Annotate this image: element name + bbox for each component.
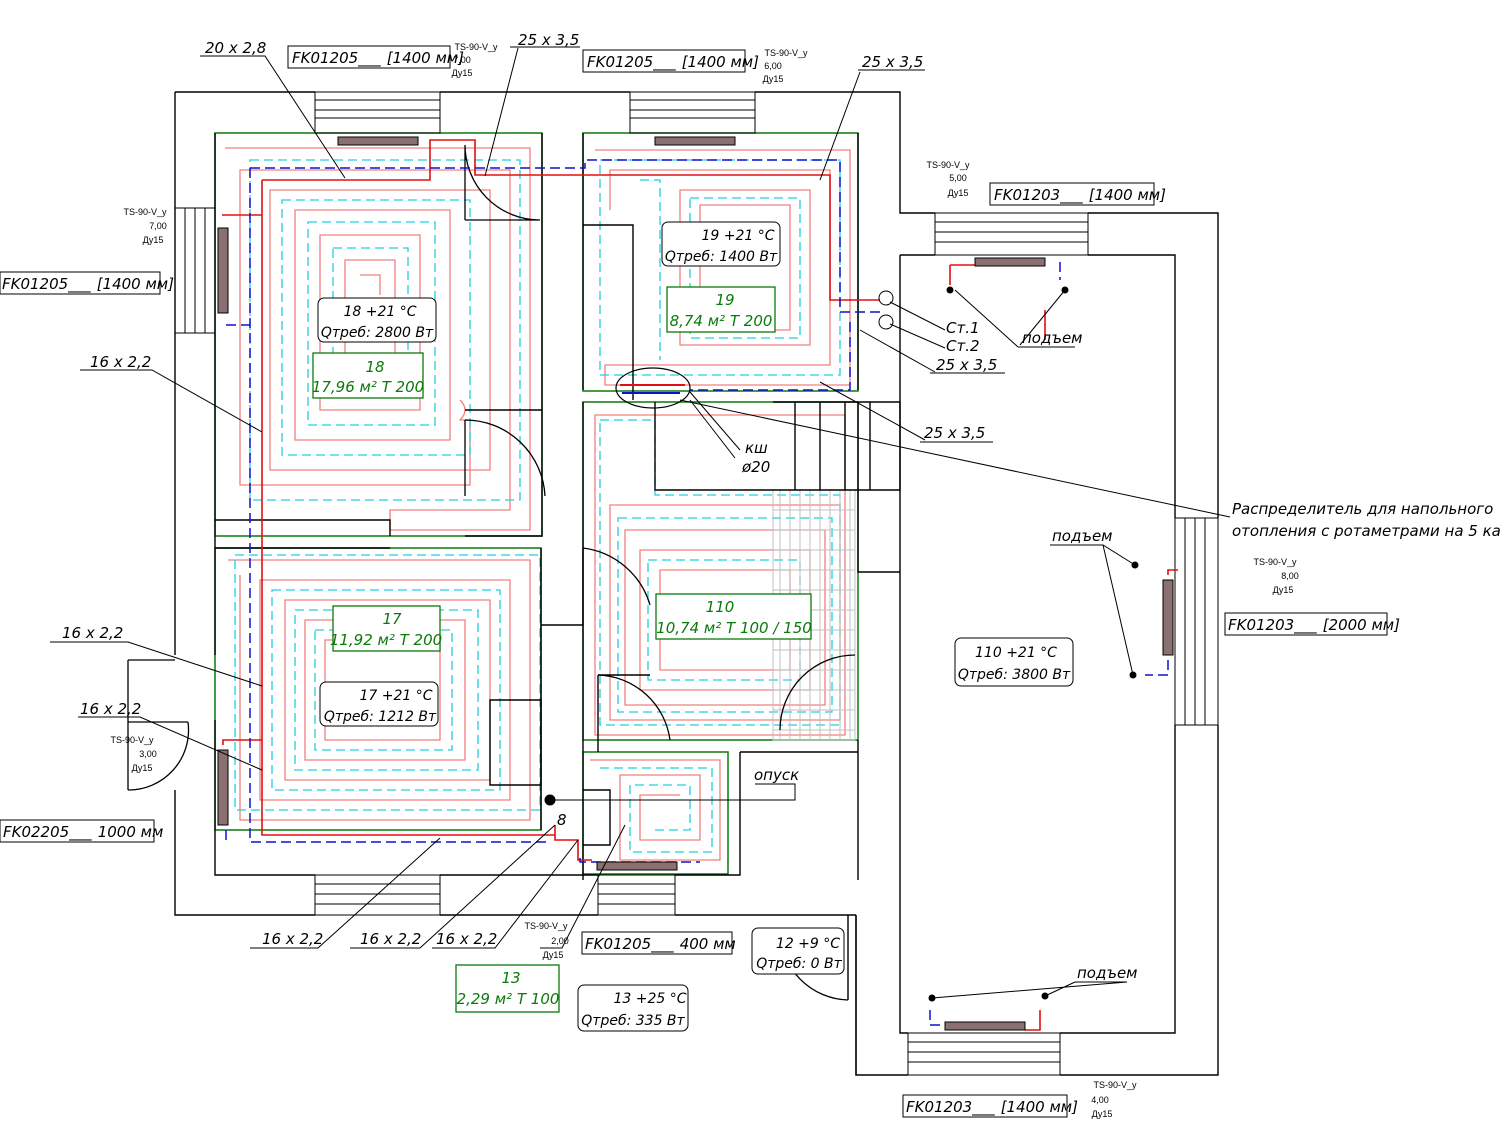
door-swings xyxy=(127,144,856,1001)
pipe-label: 25 x 3,5 xyxy=(862,53,923,71)
return-pipes xyxy=(225,159,1169,1026)
radiator-model: FK01205___[1400 мм] xyxy=(2,275,174,294)
valve-type: TS-90-V_y xyxy=(1253,557,1297,567)
room-temp: 12 +9 °C xyxy=(776,936,840,952)
zone-spec: 2,29 м² T 100 xyxy=(457,990,560,1008)
valve-dn: Ду15 xyxy=(1273,585,1294,595)
radiator-model: FK01203___[2000 мм] xyxy=(1228,616,1400,635)
valve-type: TS-90-V_y xyxy=(110,735,154,745)
room-temp: 18 +21 °C xyxy=(343,304,416,320)
rise-note: подъем xyxy=(1052,527,1113,545)
room-load: Qтреб: 0 Вт xyxy=(756,956,842,972)
rise-note: подъем xyxy=(1022,329,1083,347)
valve-setting: 7,00 xyxy=(149,221,167,231)
radiator-models: FK01205___[1400 мм] FK01205___[1400 мм] … xyxy=(2,49,1400,1117)
valve-setting: 6,00 xyxy=(764,61,782,71)
ball-valve-size: ø20 xyxy=(741,458,770,476)
descent-note: опуск xyxy=(754,766,799,784)
zone-id: 110 xyxy=(706,598,735,616)
zone-id: 13 xyxy=(501,969,520,987)
radiator-model: FK01205___400 мм xyxy=(585,935,736,954)
valve-dn: Ду15 xyxy=(452,68,473,78)
zone-spec: 17,96 м² T 200 xyxy=(312,378,424,396)
pipe-label: 16 x 2,2 xyxy=(360,930,421,948)
zone-spec: 10,74 м² T 100 / 150 xyxy=(656,619,812,637)
valve-setting: 4,00 xyxy=(1091,1095,1109,1105)
floor-heating-distributor xyxy=(615,367,691,409)
valve-type: TS-90-V_y xyxy=(524,921,568,931)
valve-setting: 5,00 xyxy=(949,173,967,183)
radiator-model: FK01203___[1400 мм] xyxy=(906,1098,1078,1117)
valve-dn: Ду15 xyxy=(143,235,164,245)
pipe-label: 16 x 2,2 xyxy=(90,353,151,371)
room-temp: 19 +21 °C xyxy=(701,228,774,244)
pipe-labels: 20 x 2,8 25 x 3,5 25 x 3,5 16 x 2,2 16 x… xyxy=(62,31,997,948)
room-boxes xyxy=(317,221,1074,1032)
zone-id: 19 xyxy=(715,291,734,309)
windows xyxy=(174,91,1219,1076)
zone-spec: 11,92 м² T 200 xyxy=(330,631,442,649)
annotations: Ст.1 Ст.2 подъем подъем подъем опуск кш … xyxy=(557,319,1500,982)
valve-type: TS-90-V_y xyxy=(764,48,808,58)
pipe-label: 16 x 2,2 xyxy=(62,624,123,642)
radiator-model: FK02205___1000 мм xyxy=(3,823,163,842)
valve-setting: 8,00 xyxy=(1281,571,1299,581)
zone-id: 17 xyxy=(382,610,402,628)
radiator-bodies xyxy=(217,136,1174,1031)
radiator-tags xyxy=(0,45,1388,1118)
walls xyxy=(174,91,1219,1076)
zone-boxes xyxy=(312,286,812,1013)
riser-st1: Ст.1 xyxy=(946,319,980,337)
zone-spec: 8,74 м² T 200 xyxy=(670,312,773,330)
valve-dn: Ду15 xyxy=(132,763,153,773)
valve-setting: 3,00 xyxy=(139,749,157,759)
pipe-label: 25 x 3,5 xyxy=(518,31,579,49)
valve-dn: Ду15 xyxy=(543,950,564,960)
pipe-label: 20 x 2,8 xyxy=(205,39,266,57)
rise-note: подъем xyxy=(1077,964,1138,982)
radiator-model: FK01205___[1400 мм] xyxy=(587,53,759,72)
valve-setting: 2,00 xyxy=(551,936,569,946)
valve-dn: Ду15 xyxy=(948,188,969,198)
valve-type: TS-90-V_y xyxy=(1093,1080,1137,1090)
riser-st2: Ст.2 xyxy=(946,337,980,355)
zone-id: 18 xyxy=(365,358,384,376)
valve-setting: 7,00 xyxy=(453,55,471,65)
zone-texts: 18 17,96 м² T 200 19 8,74 м² T 200 17 11… xyxy=(312,291,812,1008)
distributor-note-1: Распределитель для напольного xyxy=(1232,500,1493,518)
pipe-label: 16 x 2,2 xyxy=(262,930,323,948)
room-load: Qтреб: 1212 Вт xyxy=(324,709,437,725)
room-load: Qтреб: 3800 Вт xyxy=(958,667,1071,683)
room-texts: 18 +21 °C Qтреб: 2800 Вт 19 +21 °C Qтреб… xyxy=(321,228,1071,1029)
room-load: Qтреб: 2800 Вт xyxy=(321,325,434,341)
room-load: Qтреб: 335 Вт xyxy=(581,1013,685,1029)
pipe-label: 16 x 2,2 xyxy=(436,930,497,948)
ball-valve-note: кш xyxy=(745,439,768,457)
valve-type: TS-90-V_y xyxy=(926,160,970,170)
leader-lines xyxy=(50,46,1231,999)
radiator-model: FK01203___[1400 мм] xyxy=(994,186,1166,205)
radiator-model: FK01205___[1400 мм] xyxy=(292,49,464,68)
valve-dn: Ду15 xyxy=(1092,1109,1113,1119)
room-load: Qтреб: 1400 Вт xyxy=(665,249,778,265)
room-temp: 17 +21 °C xyxy=(359,688,432,704)
valve-dn: Ду15 xyxy=(763,74,784,84)
valve-type: TS-90-V_y xyxy=(123,207,167,217)
pipe-label: 25 x 3,5 xyxy=(924,424,985,442)
pipe-label: 16 x 2,2 xyxy=(80,700,141,718)
pipe-label: 25 x 3,5 xyxy=(936,356,997,374)
room-temp: 13 +25 °C xyxy=(613,991,686,1007)
riser-number: 8 xyxy=(557,811,567,829)
valve-type: TS-90-V_y xyxy=(454,42,498,52)
valve-notes: TS-90-V_y 7,00 Ду15 TS-90-V_y 6,00 Ду15 … xyxy=(110,42,1298,1119)
distributor-note-2: отопления с ротаметрами на 5 кан xyxy=(1232,522,1500,540)
room-temp: 110 +21 °C xyxy=(975,645,1057,661)
